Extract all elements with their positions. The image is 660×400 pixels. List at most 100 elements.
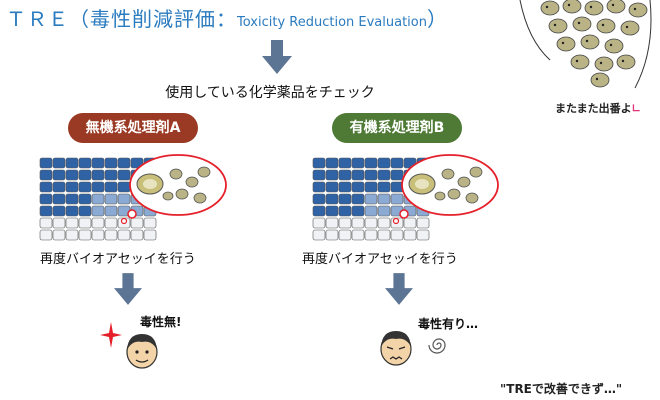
container-cell [104,229,118,241]
container-cell [91,229,105,241]
container-cell [312,157,326,169]
container-cell [416,229,430,241]
container-cell [65,181,79,193]
container-cell [364,229,378,241]
container-cell [312,193,326,205]
container-cell [78,157,92,169]
container-cell [65,217,79,229]
container-cell [91,193,105,205]
container-cell [325,157,339,169]
container-cell [65,157,79,169]
container-cell [338,205,352,217]
container-cell [338,169,352,181]
container-rack-icon [312,157,430,241]
container-cell [377,181,391,193]
container-cell [78,217,92,229]
container-cell [338,229,352,241]
container-cell [65,229,79,241]
title-sub: Toxicity Reduction Evaluation [237,15,427,30]
fish-mark [584,0,604,16]
bioassay-b-label: 再度バイオアセッイを行う [302,252,458,267]
fish-eye [601,23,605,27]
container-cell [312,169,326,181]
container-cell [104,157,118,169]
fish-eye [621,59,625,63]
container-cell [78,169,92,181]
fish-mark [572,16,592,32]
container-cell [65,193,79,205]
container-cell [39,229,53,241]
container-cell [312,217,326,229]
container-cell [364,157,378,169]
container-cell [39,169,53,181]
container-cell [364,217,378,229]
fish-eye [589,5,593,9]
container-cell [39,205,53,217]
container-cell [377,217,391,229]
container-cell [52,193,66,205]
fish-mark [556,36,576,52]
container-cell [65,205,79,217]
fish-mark [606,0,626,14]
container-cell [104,181,118,193]
container-cell [377,205,391,217]
title-main: ＴＲＥ（毒性削減評価： [6,7,237,31]
fish-eye [567,3,571,7]
container-cell [351,157,365,169]
container-cell [312,181,326,193]
container-cell [117,229,131,241]
container-cell [312,205,326,217]
container-cell [351,193,365,205]
container-cell [351,217,365,229]
fish-mark [596,18,616,34]
container-cell [91,169,105,181]
bioassay-a-label: 再度バイオアセッイを行う [40,252,196,267]
container-cell [351,229,365,241]
container-cell [325,229,339,241]
container-cell [117,193,131,205]
container-cell [338,157,352,169]
down-arrow-icon [385,273,413,305]
container-cell [39,217,53,229]
container-cell [78,229,92,241]
container-cell [91,217,105,229]
container-cell [390,169,404,181]
container-cell [390,229,404,241]
container-cell [325,193,339,205]
fish-mark [616,54,636,70]
container-rack-icon [39,157,157,241]
container-cell [130,217,144,229]
container-cell [390,157,404,169]
fish-bubble-icon [120,154,227,225]
container-cell [403,229,417,241]
container-cell [78,181,92,193]
container-cell [364,205,378,217]
container-cell [338,217,352,229]
container-cell [351,169,365,181]
side-note-mark: ∟ [631,102,641,115]
container-cell [403,217,417,229]
fish-mark [580,34,600,50]
footer-note: "TREで改善できず…" [500,382,623,396]
fish-eye [625,25,629,29]
fish-mark [590,72,610,88]
container-cell [377,193,391,205]
swirl-icon [428,338,446,354]
container-cell [52,229,66,241]
container-cell [91,181,105,193]
agent-a-label: 無機系処理剤A [68,113,198,143]
container-cell [91,157,105,169]
fish-mark [570,54,590,70]
fish-eye [545,5,549,9]
container-cell [325,169,339,181]
container-cell [364,181,378,193]
down-arrow-icon [262,40,292,74]
container-cell [377,157,391,169]
side-note: またまた出番よ∟ [555,100,641,116]
container-cell [104,193,118,205]
container-cell [325,205,339,217]
container-cell [65,169,79,181]
fish-eye [575,59,579,63]
container-cell [104,169,118,181]
fish-eye [609,43,613,47]
